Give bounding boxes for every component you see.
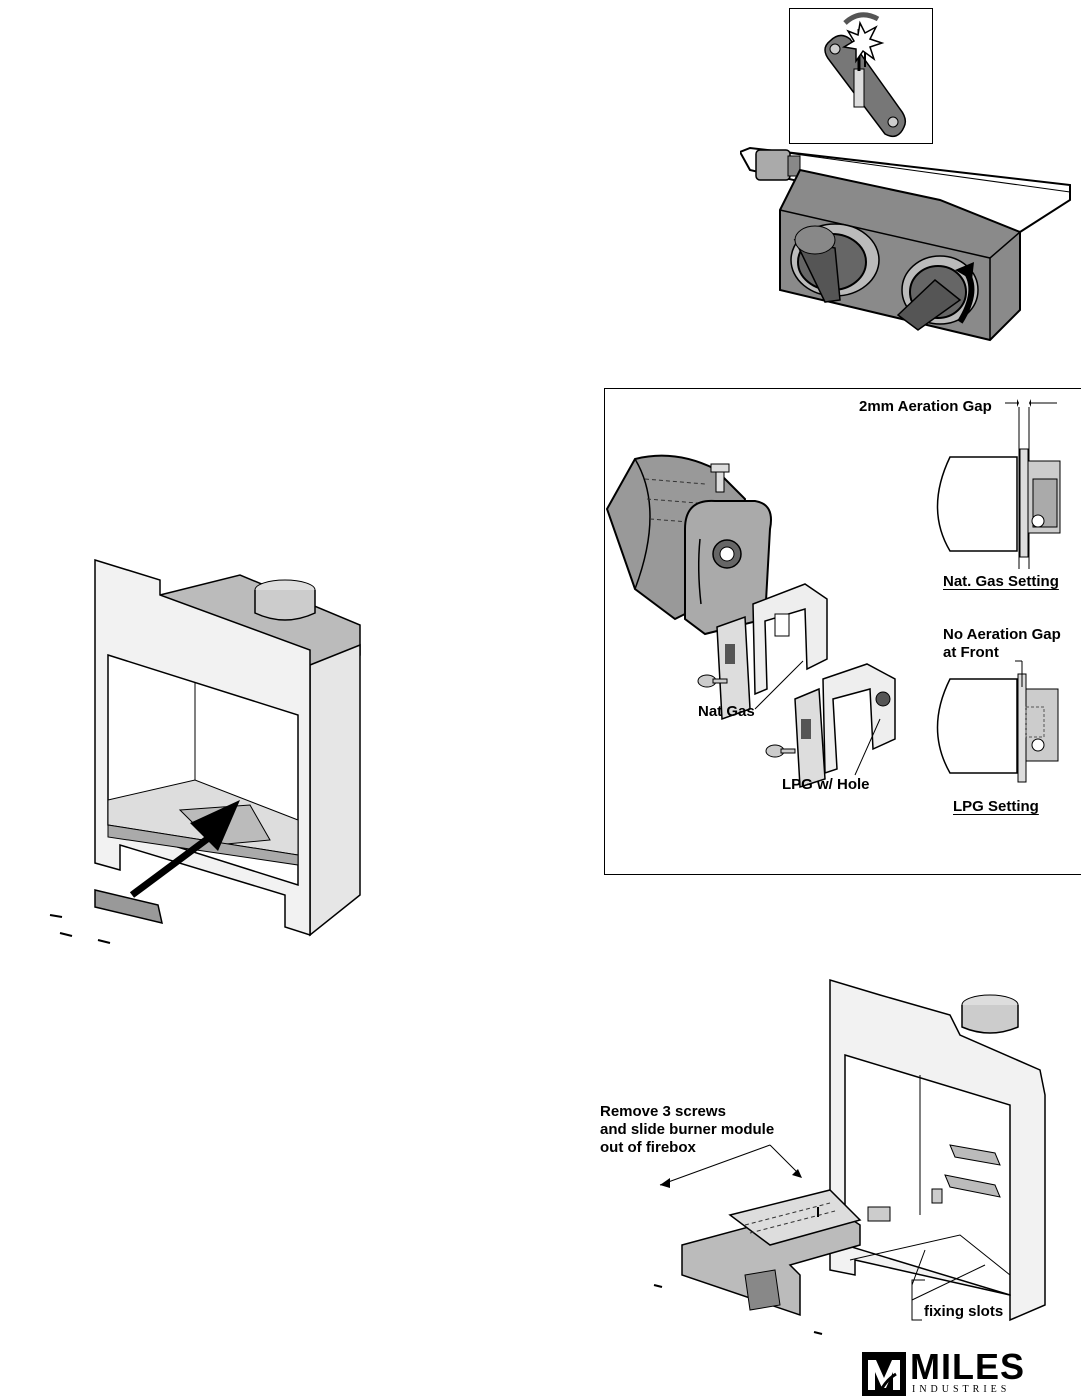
no-aeration-gap-label-1: No Aeration Gap [943,626,1061,643]
rotate-arrow-icon [955,262,974,280]
pilot-igniter-drawing [824,12,907,138]
miles-industries-logo: MILES INDUSTRIES [862,1348,1030,1396]
miles-logo-mark-icon [862,1352,906,1396]
firebox-insert-illustration [40,555,380,955]
nat-gas-setting-label: Nat. Gas Setting [943,573,1059,590]
removal-instruction-line-1: Remove 3 screws [600,1103,726,1120]
lpg-shutter-label: LPG w/ Hole [782,776,870,793]
firebox-insert-drawing [49,558,361,944]
burner-removal-illustration: Remove 3 screws and slide burner module … [600,975,1070,1355]
lpg-setting-label: LPG Setting [953,798,1039,815]
spark-icon [841,20,885,64]
burner-shutter-drawing [605,399,1061,789]
aeration-settings-figure: 2mm Aeration Gap Nat. Gas Setting No Aer… [604,388,1081,875]
gas-valve-drawing [738,146,1071,342]
aeration-gap-label: 2mm Aeration Gap [859,398,992,415]
fixing-slots-label: fixing slots [924,1303,1004,1320]
logo-sub-text: INDUSTRIES [912,1384,1011,1395]
removal-instruction-line-3: out of firebox [600,1139,696,1156]
burner-removal-drawing [653,978,1046,1335]
gas-valve-illustration [738,140,1080,350]
logo-brand-text: MILES [910,1346,1026,1387]
no-aeration-gap-label-2: at Front [943,644,999,661]
insert-arrow-icon [129,828,221,898]
removal-instruction-line-2: and slide burner module [600,1121,775,1138]
pilot-igniter-inset [789,8,933,144]
nat-gas-shutter-label: Nat Gas [698,703,755,720]
